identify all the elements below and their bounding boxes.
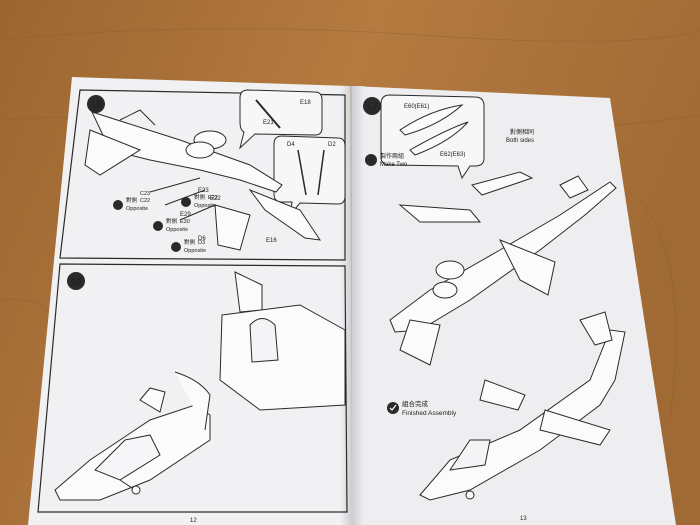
step17-aircraft-drawing	[389, 171, 617, 366]
step17-callout	[380, 94, 485, 180]
step17-number: 17	[366, 102, 378, 113]
step17-badge: 17	[363, 97, 381, 115]
callout2-part-b	[317, 149, 325, 196]
part-e16: E16	[266, 238, 277, 244]
make-two-note: x2 製作兩組 Make Two	[365, 152, 408, 168]
part-d4: D4	[287, 142, 295, 148]
finished-aircraft-drawing	[419, 311, 626, 501]
svg-text:E30: E30	[180, 219, 190, 225]
svg-text:Make Two: Make Two	[380, 162, 408, 168]
part-e18: E18	[300, 100, 311, 106]
svg-text:對側: 對側	[194, 193, 206, 201]
step15-number: 15	[90, 100, 102, 111]
finished-cn: 組合完成	[402, 399, 429, 408]
svg-text:製作兩組: 製作兩組	[380, 152, 404, 160]
step15-aircraft-drawing	[84, 109, 322, 251]
finished-assembly-label: 組合完成 Finished Assembly	[387, 399, 457, 417]
svg-text:對側: 對側	[126, 196, 138, 204]
part-e23: E23	[198, 188, 209, 194]
part-e21: E21	[263, 120, 274, 126]
part-e60: E60(E61)	[404, 104, 429, 110]
step16-panel	[37, 263, 348, 513]
right-page-number: 13	[520, 516, 527, 522]
svg-text:Opposite: Opposite	[184, 248, 206, 254]
left-page-number: 12	[190, 518, 197, 524]
opposite-note-e22: 對側 E22 Opposite	[181, 193, 218, 209]
step16-aircraft-drawing	[54, 271, 346, 501]
step16-badge: 16	[67, 272, 85, 290]
part-e22: E22	[210, 196, 221, 202]
svg-text:Opposite: Opposite	[126, 206, 148, 212]
step15-badge: 15	[87, 95, 105, 113]
svg-text:E22: E22	[208, 195, 218, 201]
svg-text:對側: 對側	[184, 238, 196, 246]
svg-text:D3: D3	[198, 240, 205, 246]
step17-parts-drawing	[399, 104, 469, 156]
svg-text:Opposite: Opposite	[166, 227, 188, 233]
svg-text:對側: 對側	[166, 217, 178, 225]
svg-text:x2: x2	[368, 158, 374, 164]
svg-text:C22: C22	[140, 198, 150, 204]
opposite-note-c22: 對側 C22 C23 Opposite	[113, 191, 150, 212]
part-d2: D2	[328, 142, 336, 148]
both-sides-cn: 對側相同	[510, 128, 534, 136]
svg-text:C23: C23	[140, 191, 150, 197]
finished-en: Finished Assembly	[402, 410, 457, 417]
svg-text:Opposite: Opposite	[194, 203, 216, 209]
part-e62: E62(E63)	[440, 152, 465, 158]
both-sides-en: Both sides	[506, 138, 534, 144]
opposite-note-d3: 對側 D3 Opposite	[171, 238, 206, 254]
opposite-note-e30: 對側 E30 Opposite	[153, 217, 190, 233]
step16-number: 16	[70, 277, 82, 288]
part-e29: E29	[180, 212, 191, 218]
callout-part-line	[255, 99, 281, 129]
part-d6: D6	[198, 236, 206, 242]
callout2-part-a	[297, 149, 307, 196]
